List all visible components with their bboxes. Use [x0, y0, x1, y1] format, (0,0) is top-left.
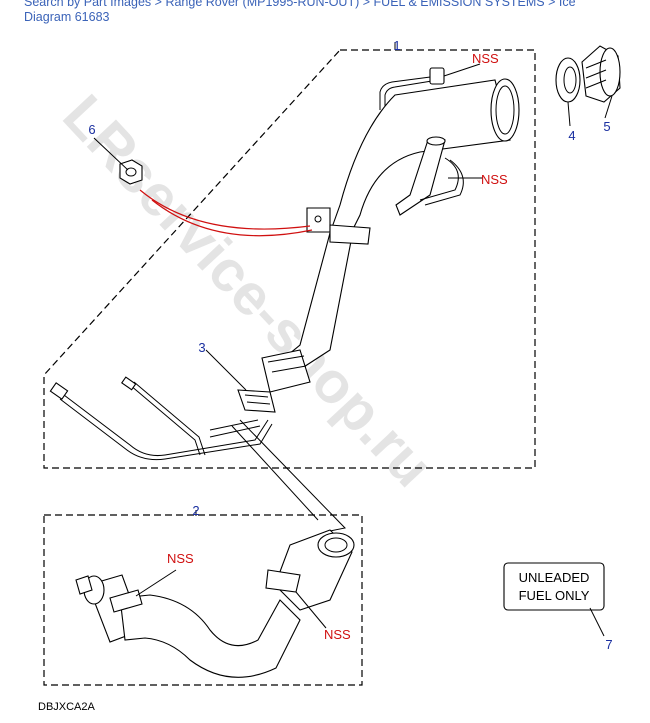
seal-ring-part[interactable]: [555, 57, 581, 103]
leader-line: [135, 569, 177, 597]
breadcrumb-link-fuel-systems[interactable]: FUEL & EMISSION SYSTEMS: [373, 0, 545, 9]
breadcrumb-link-part-images[interactable]: Search by Part Images: [24, 0, 152, 9]
breadcrumb-link-category[interactable]: Ice: [558, 0, 576, 9]
callout-6[interactable]: 6: [88, 122, 95, 137]
group-1-frame: [43, 49, 536, 469]
breadcrumb-separator: >: [548, 0, 556, 9]
leader-line: [295, 591, 327, 629]
leader-line: [93, 137, 129, 171]
breadcrumb-separator: >: [362, 0, 371, 9]
breadcrumb-separator: >: [154, 0, 162, 9]
callout-5[interactable]: 5: [603, 119, 610, 134]
nut-part[interactable]: [119, 159, 143, 185]
nss-label: NSS: [167, 551, 194, 566]
diagram-title[interactable]: Diagram 61683: [24, 10, 110, 24]
nss-label: NSS: [472, 51, 499, 66]
breadcrumb-link-model[interactable]: Range Rover (MP1995-RUN-OUT): [165, 0, 360, 9]
leader-line-red: [139, 189, 311, 230]
leader-line-red: [151, 199, 313, 237]
leader-line: [205, 349, 247, 391]
leader-line: [604, 95, 613, 119]
group-2-frame: [43, 514, 363, 686]
unleaded-fuel-label-part[interactable]: UNLEADED FUEL ONLY: [503, 562, 605, 611]
fuel-label-line-1: UNLEADED: [519, 570, 590, 585]
callout-4[interactable]: 4: [568, 128, 575, 143]
callout-3[interactable]: 3: [198, 340, 205, 355]
fuel-label-line-2: FUEL ONLY: [519, 588, 590, 603]
callout-2[interactable]: 2: [192, 503, 199, 518]
leader-line: [567, 101, 571, 127]
filler-neck-part[interactable]: [49, 67, 520, 461]
callout-7[interactable]: 7: [605, 637, 612, 652]
leader-line: [443, 63, 481, 77]
filler-cap-part[interactable]: [581, 45, 621, 103]
breadcrumb: Search by Part Images > Range Rover (MP1…: [24, 0, 650, 9]
filler-hose-part[interactable]: [75, 419, 355, 678]
nss-label: NSS: [324, 627, 351, 642]
leader-line: [589, 607, 605, 637]
nss-label: NSS: [481, 172, 508, 187]
diagram-reference-code: DBJXCA2A: [38, 701, 96, 713]
callout-1[interactable]: 1: [393, 38, 400, 53]
